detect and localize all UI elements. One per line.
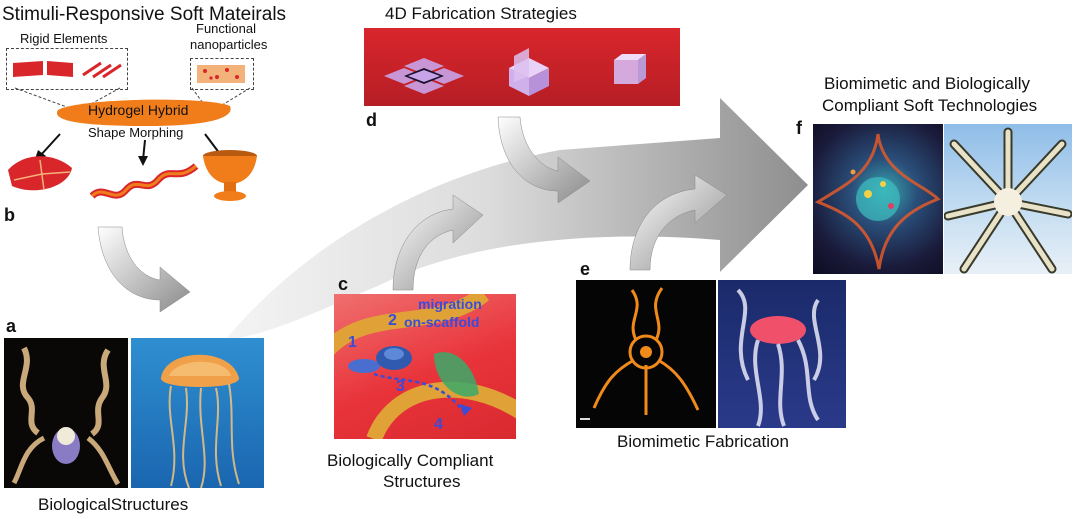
jellyfish-photo: [131, 338, 264, 488]
stimuli-title: Stimuli-Responsive Soft Mateirals: [2, 4, 287, 25]
rigid-elements-label: Rigid Elements: [20, 31, 108, 46]
rigid-elements-illustration: [13, 61, 122, 79]
hydrogel-hybrid-shape: [56, 99, 231, 126]
compliant-caption-line2: Structures: [383, 472, 461, 491]
curved-arrow-b-to-a: [97, 226, 191, 312]
orchid-photo: [4, 338, 128, 488]
nanoparticles-box: [190, 58, 254, 90]
biomimetic-fab-caption: Biomimetic Fabrication: [617, 432, 789, 451]
panel-letter-e: e: [580, 259, 591, 279]
hydrogel-hybrid-label: Hydrogel Hybrid: [88, 102, 189, 118]
nanoparticle-slab: [197, 65, 245, 83]
printed-starfish-photo: [576, 280, 716, 428]
robotic-jellyfish-photo: [718, 280, 846, 428]
soft-gripper-photo: [944, 124, 1072, 274]
curved-arrow-c-up: [392, 195, 484, 291]
panel-letter-a: a: [6, 316, 17, 336]
biological-caption: BiologicalStructures: [38, 495, 189, 514]
morphed-cup-illustration: [203, 150, 257, 201]
step-label-3: 3: [396, 378, 405, 395]
rigid-elements-box: [6, 48, 128, 90]
step-label-2: 2: [388, 312, 397, 329]
shape-morphing-label: Shape Morphing: [88, 125, 184, 140]
overlay-migration: migration: [418, 296, 482, 312]
panel-letter-c: c: [338, 274, 349, 294]
nanoparticles-label-1: Functional: [196, 21, 256, 36]
cube-folding-illustration: [384, 48, 646, 96]
panel-letter-b: b: [4, 205, 15, 225]
cell-scaffold-photo: [813, 124, 943, 274]
migration-illustration: [334, 294, 516, 439]
panel-letter-d: d: [366, 110, 377, 130]
morphed-helix-illustration: [90, 163, 199, 199]
cell-migration-photo: migration on-scaffold 1 2 3 4: [334, 294, 516, 439]
fabrication-photo: [364, 28, 680, 106]
biomimetic-tech-title-line1: Biomimetic and Biologically: [824, 74, 1030, 93]
morphed-disc-illustration: [8, 156, 72, 191]
curved-arrow-d-to-main: [497, 116, 591, 204]
biomimetic-tech-title-line2: Compliant Soft Technologies: [822, 96, 1038, 115]
curved-arrow-e-up: [629, 175, 728, 271]
panel-letter-f: f: [796, 118, 802, 138]
step-label-1: 1: [348, 334, 357, 351]
fabrication-title: 4D Fabrication Strategies: [385, 4, 577, 23]
compliant-caption-line1: Biologically Compliant: [327, 451, 494, 470]
nanoparticles-label-2: nanoparticles: [190, 37, 268, 52]
step-label-4: 4: [434, 416, 443, 433]
overlay-on-scaffold: on-scaffold: [404, 314, 480, 330]
